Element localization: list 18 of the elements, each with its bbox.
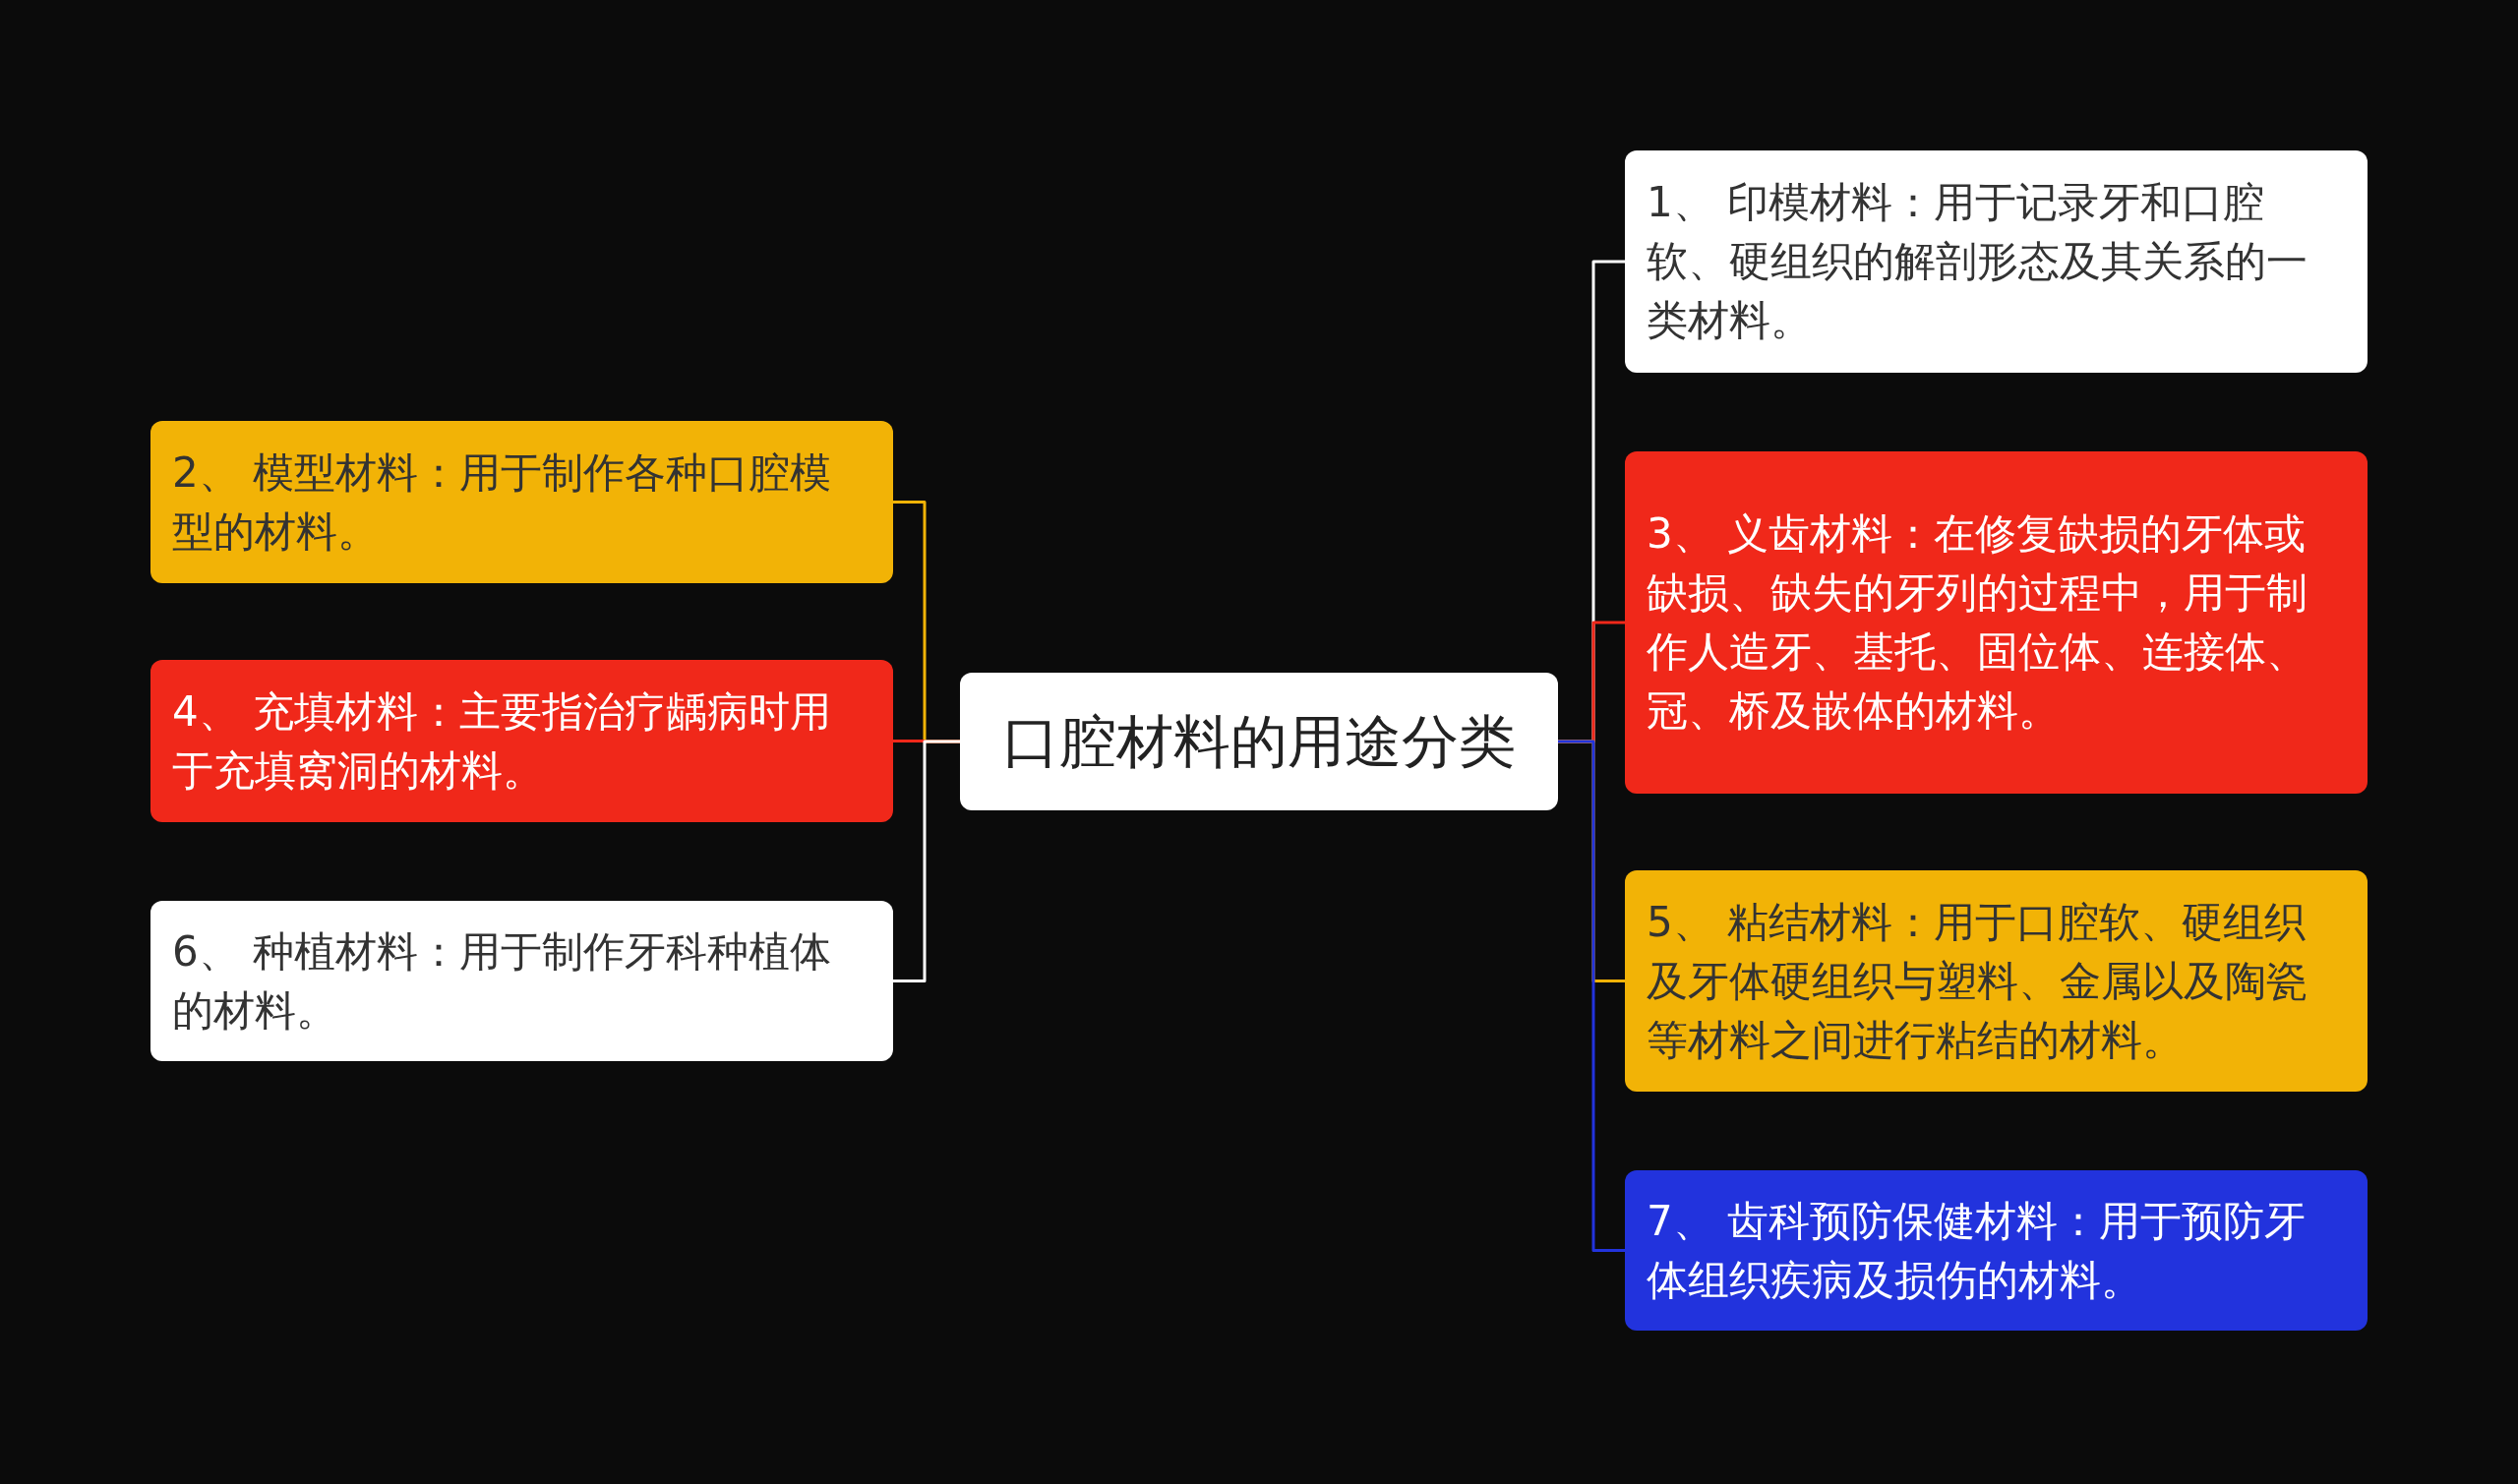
topic-box — [150, 901, 893, 1061]
topic-text: 2、 模型材料：用于制作各种口腔模型的材料。 — [172, 446, 833, 558]
topic-text: 3、 义齿材料：在修复缺损的牙体或缺损、缺失的牙列的过程中，用于制作人造牙、基托、固位体、连接体、冠、桥及嵌体的材料。 — [1647, 508, 2308, 737]
topic-text: 6、 种植材料：用于制作牙科种植体的材料。 — [172, 925, 833, 1037]
topic-text: 7、 齿科预防保健材料：用于预防牙体组织疾病及损伤的材料。 — [1647, 1195, 2308, 1306]
topic-box — [1625, 870, 2368, 1092]
topic-text: 4、 充填材料：主要指治疗龋病时用于充填窝洞的材料。 — [172, 685, 833, 797]
topic-box — [150, 421, 893, 583]
topic-box — [1625, 1170, 2368, 1331]
topic-box — [1625, 451, 2368, 794]
topic-text: 5、 粘结材料：用于口腔软、硬组织及牙体硬组织与塑料、金属以及陶瓷等材料之间进行粘结的材料。 — [1647, 896, 2308, 1066]
topic-box — [1625, 150, 2368, 373]
topic-text: 1、 印模材料：用于记录牙和口腔软、硬组织的解剖形态及其关系的一类材料。 — [1647, 177, 2308, 346]
topic-text: 口腔材料的用途分类 — [1002, 707, 1516, 776]
connector-line — [893, 740, 960, 982]
connector-line — [1558, 740, 1625, 1252]
root-topic-box — [960, 673, 1558, 810]
topic-box — [150, 660, 893, 822]
